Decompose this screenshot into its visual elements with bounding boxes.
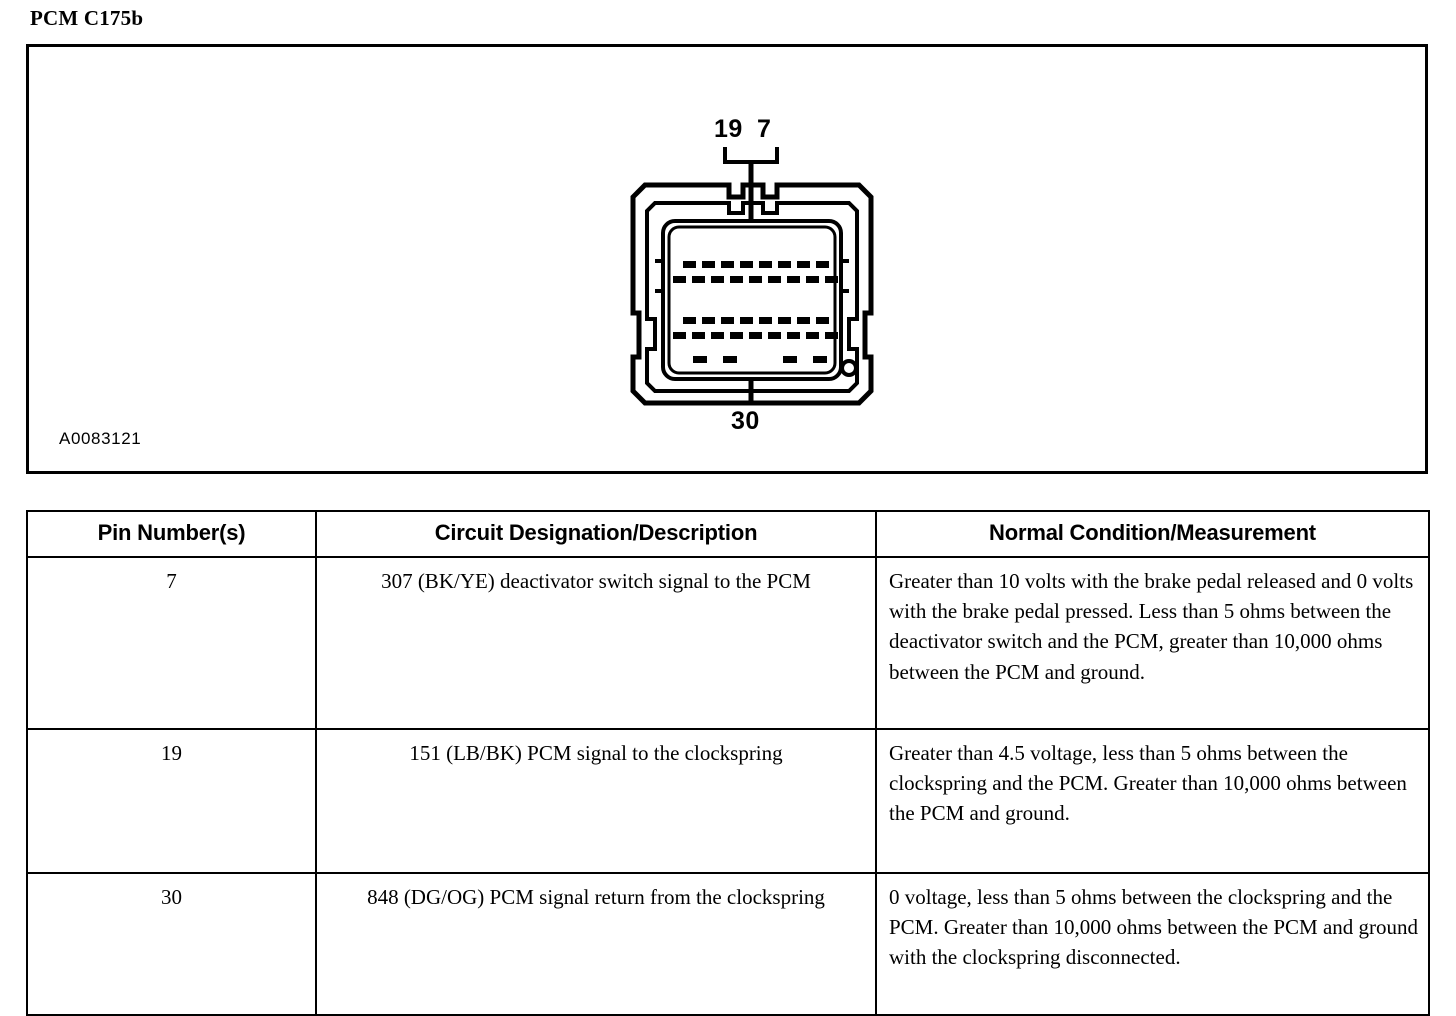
connector-inner-shell: [645, 201, 859, 393]
column-header-normal-condition: Normal Condition/Measurement: [875, 510, 1430, 558]
cell-pin-number: 7: [26, 556, 317, 730]
cell-pin-number: 19: [26, 728, 317, 874]
cell-normal-condition: Greater than 10 volts with the brake ped…: [875, 556, 1430, 730]
pin-block-bottom: [673, 317, 838, 363]
connector-lock-eyelet: [840, 359, 858, 377]
callout-label-7: 7: [757, 115, 772, 143]
connector-pin-carrier: [661, 219, 843, 381]
page-title: PCM C175b: [30, 6, 144, 30]
cell-circuit-description: 151 (LB/BK) PCM signal to the clocksprin…: [315, 728, 877, 874]
table-row: 19 151 (LB/BK) PCM signal to the clocksp…: [26, 728, 1430, 874]
pin-row-top-lower: [673, 276, 838, 283]
connector-side-latches: [655, 259, 849, 293]
pin-row-bottom-upper: [683, 317, 829, 324]
pin-assignment-table: Pin Number(s) Circuit Designation/Descri…: [26, 510, 1430, 1016]
callout-label-30: 30: [731, 407, 760, 435]
cell-circuit-description: 307 (BK/YE) deactivator switch signal to…: [315, 556, 877, 730]
table-row: 7 307 (BK/YE) deactivator switch signal …: [26, 556, 1430, 730]
callout-label-19: 19: [714, 115, 743, 143]
callout-leader-lines: [723, 147, 779, 164]
pin-block-top: [673, 261, 838, 283]
pin-row-bottom-lower: [673, 332, 838, 339]
table-header-row: Pin Number(s) Circuit Designation/Descri…: [26, 510, 1430, 558]
figure-reference-id: A0083121: [59, 429, 142, 448]
pcm-connector-c175b-drawing: [630, 147, 874, 406]
connector-pin-carrier-outline: [667, 225, 837, 375]
cell-circuit-description: 848 (DG/OG) PCM signal return from the c…: [315, 872, 877, 1016]
pin-row-top-upper: [683, 261, 829, 268]
pin-row-isolated: [693, 356, 827, 363]
column-header-circuit-description: Circuit Designation/Description: [315, 510, 877, 558]
cell-normal-condition: 0 voltage, less than 5 ohms between the …: [875, 872, 1430, 1016]
cell-normal-condition: Greater than 4.5 voltage, less than 5 oh…: [875, 728, 1430, 874]
cell-pin-number: 30: [26, 872, 317, 1016]
column-header-pin-number: Pin Number(s): [26, 510, 317, 558]
connector-outer-shell: [630, 182, 874, 406]
connector-illustration: 19 7 30: [597, 61, 927, 461]
table-row: 30 848 (DG/OG) PCM signal return from th…: [26, 872, 1430, 1016]
connector-figure-panel: 19 7 30: [26, 44, 1428, 474]
